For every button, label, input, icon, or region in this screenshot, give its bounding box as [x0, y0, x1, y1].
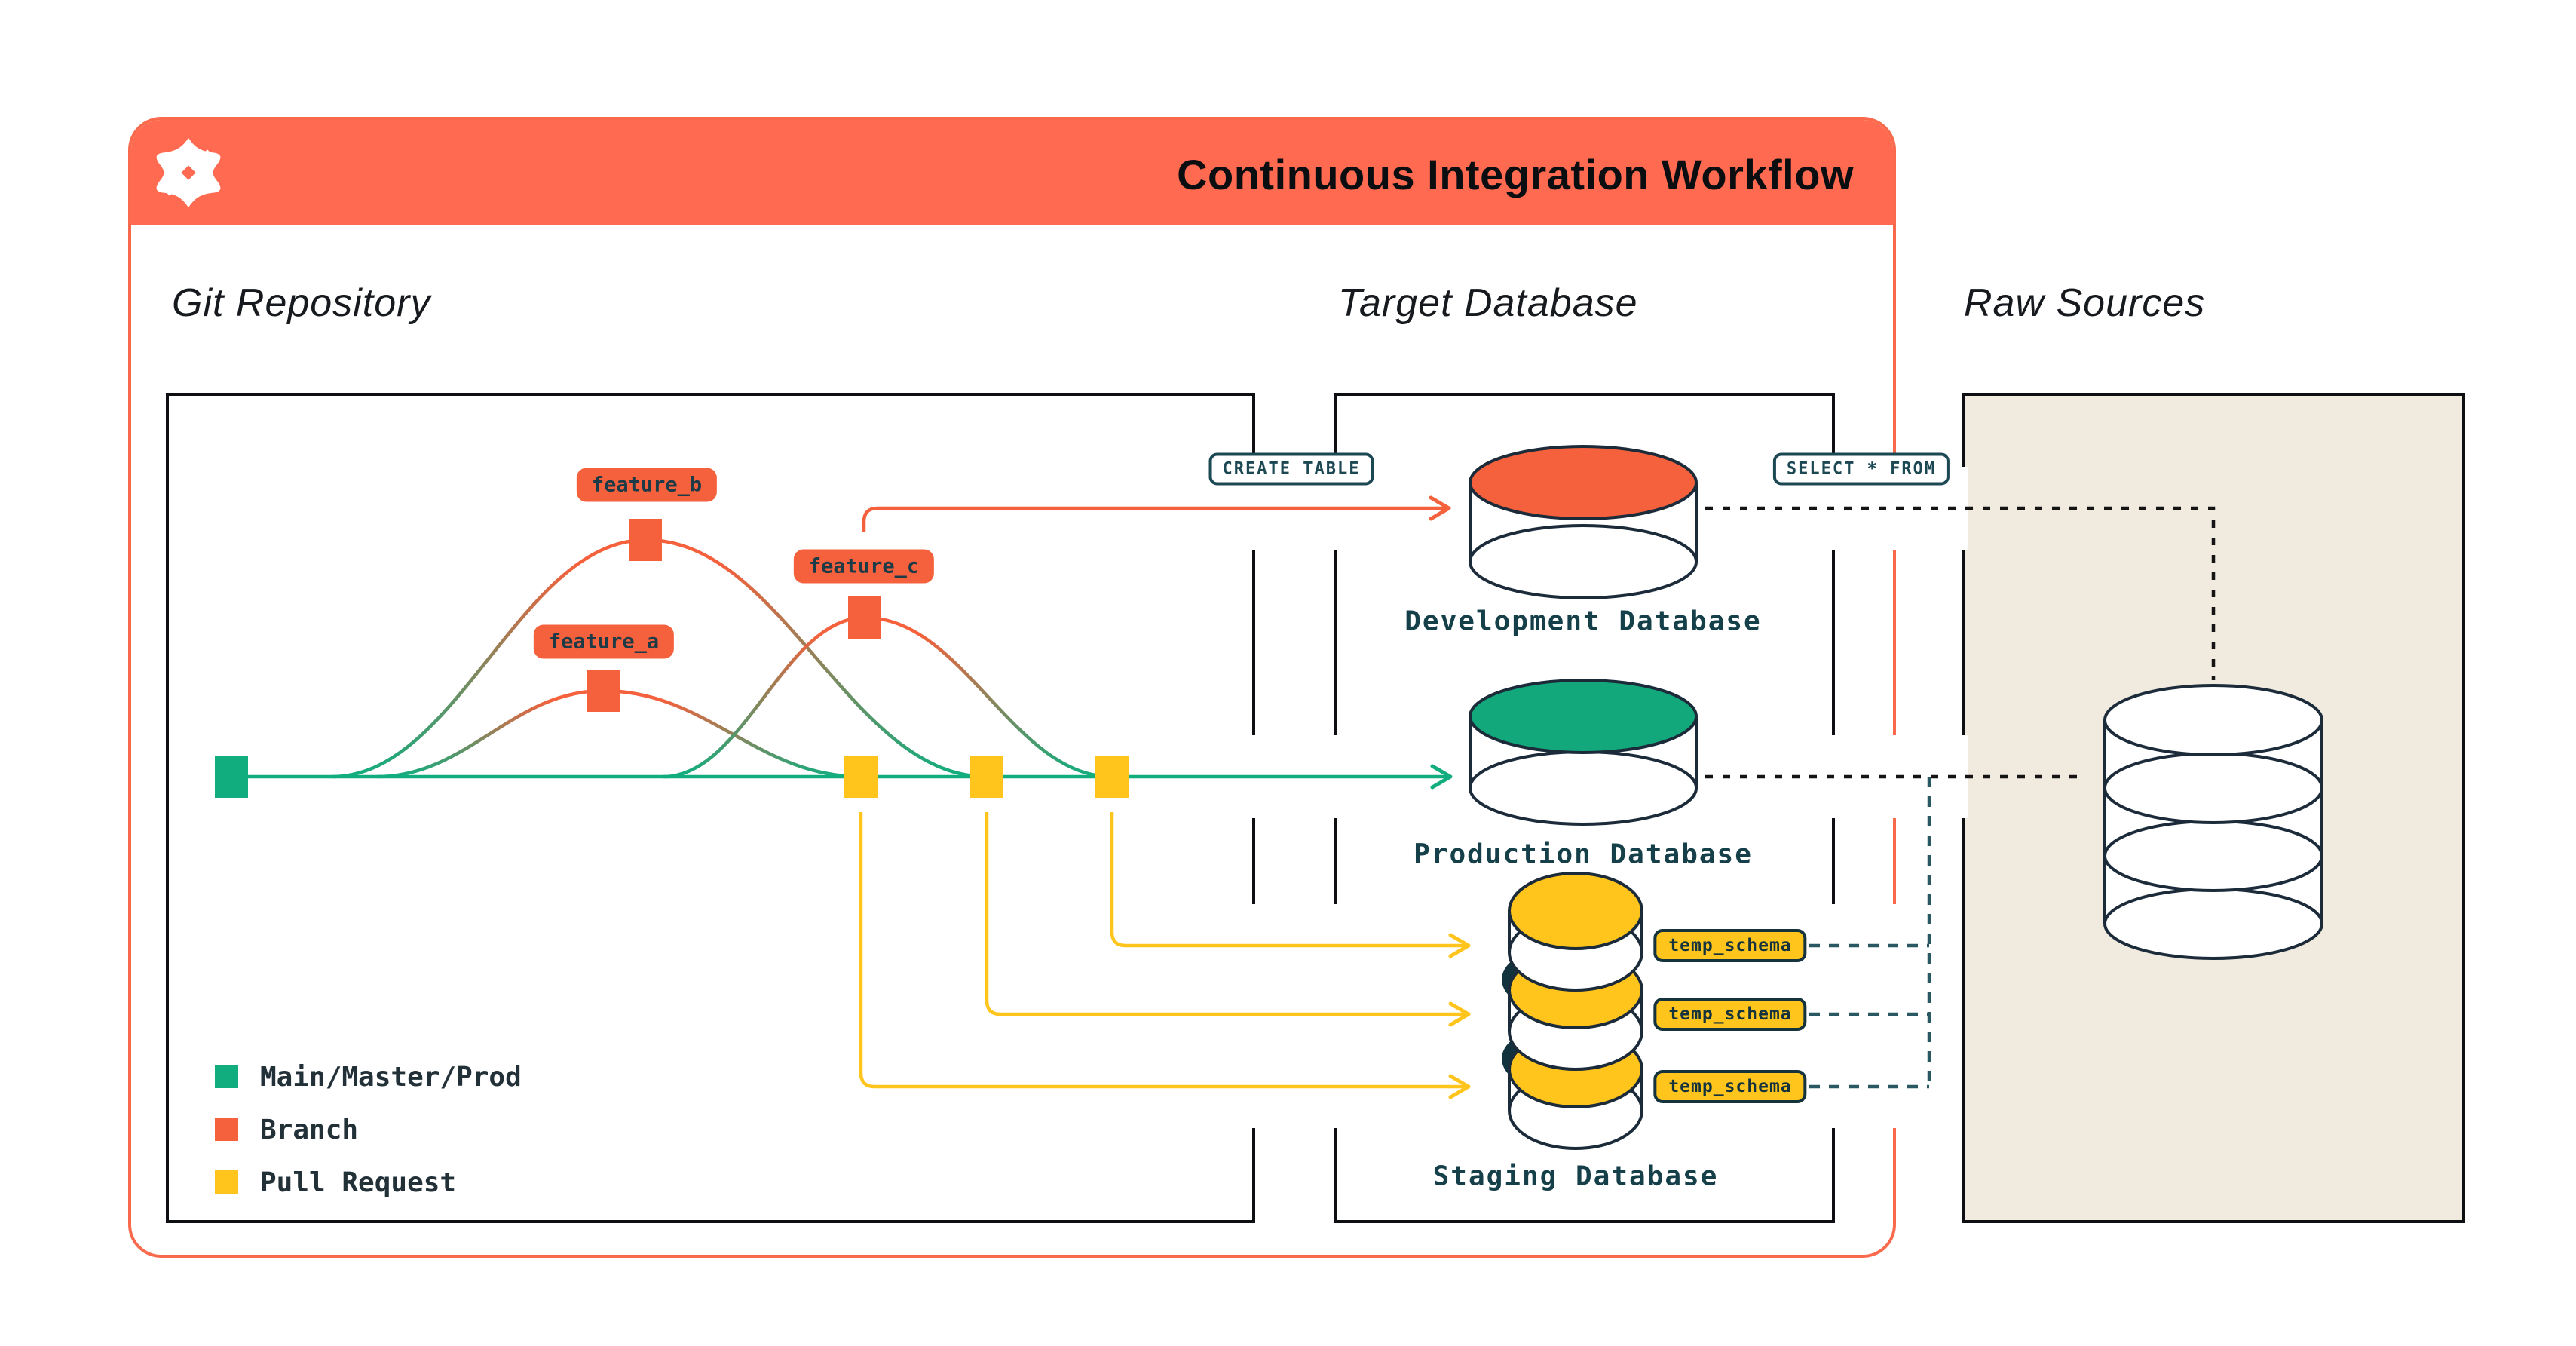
- pull-request-marker-2: [970, 756, 1003, 798]
- legend-swatch-main: [215, 1065, 238, 1088]
- commit-marker-feature-b: [629, 519, 662, 561]
- legend-label-main: Main/Master/Prod: [260, 1062, 522, 1093]
- page-title: Continuous Integration Workflow: [1177, 151, 1854, 198]
- commit-marker-feature-a: [587, 670, 620, 712]
- section-title-raw: Raw Sources: [1964, 281, 2206, 325]
- select-from-badge: SELECT * FROM: [1772, 452, 1950, 486]
- create-table-badge: CREATE TABLE: [1208, 452, 1374, 486]
- branch-badge-feature-b: feature_b: [576, 468, 718, 502]
- commit-marker-feature-c: [848, 596, 881, 639]
- production-database-cylinder: [1469, 679, 1698, 826]
- legend-label-pull-request: Pull Request: [260, 1167, 457, 1198]
- main-start-marker: [215, 756, 248, 798]
- pr2-to-staging-connector: [985, 812, 1471, 1027]
- branch-badge-feature-c: feature_c: [793, 549, 935, 584]
- development-database-label: Development Database: [1404, 606, 1762, 637]
- legend-label-branch: Branch: [260, 1115, 359, 1145]
- legend-swatch-pull-request: [215, 1170, 238, 1194]
- section-title-target: Target Database: [1338, 281, 1638, 325]
- git-repository-box: [166, 393, 1255, 1223]
- card-header: Continuous Integration Workflow: [131, 120, 1893, 225]
- card-border-gaps: [1887, 467, 1901, 1128]
- staging-database-stack: [1502, 872, 1643, 1150]
- dbt-logo-icon: [156, 137, 221, 208]
- raw-sources-cylinder: [2103, 684, 2323, 960]
- section-title-git: Git Repository: [172, 281, 431, 325]
- dev-to-raw-dotted: [1705, 506, 2216, 680]
- development-database-cylinder: [1469, 445, 1698, 599]
- temp-schema-badge-1: temp_schema: [1653, 929, 1807, 962]
- pr1-to-staging-connector: [859, 812, 1471, 1099]
- legend-swatch-branch: [215, 1118, 238, 1141]
- temp-schema-badge-2: temp_schema: [1653, 998, 1807, 1031]
- pull-request-marker-1: [844, 756, 878, 798]
- production-database-label: Production Database: [1414, 839, 1753, 870]
- staging-database-label: Staging Database: [1432, 1161, 1719, 1192]
- temp-schema-badge-3: temp_schema: [1653, 1070, 1807, 1103]
- staging-cylinder-1: [1508, 872, 1643, 992]
- branch-badge-feature-a: feature_a: [533, 624, 675, 659]
- pull-request-marker-3: [1095, 756, 1129, 798]
- pr3-to-staging-connector: [1110, 812, 1471, 958]
- create-table-connector: [862, 495, 1451, 532]
